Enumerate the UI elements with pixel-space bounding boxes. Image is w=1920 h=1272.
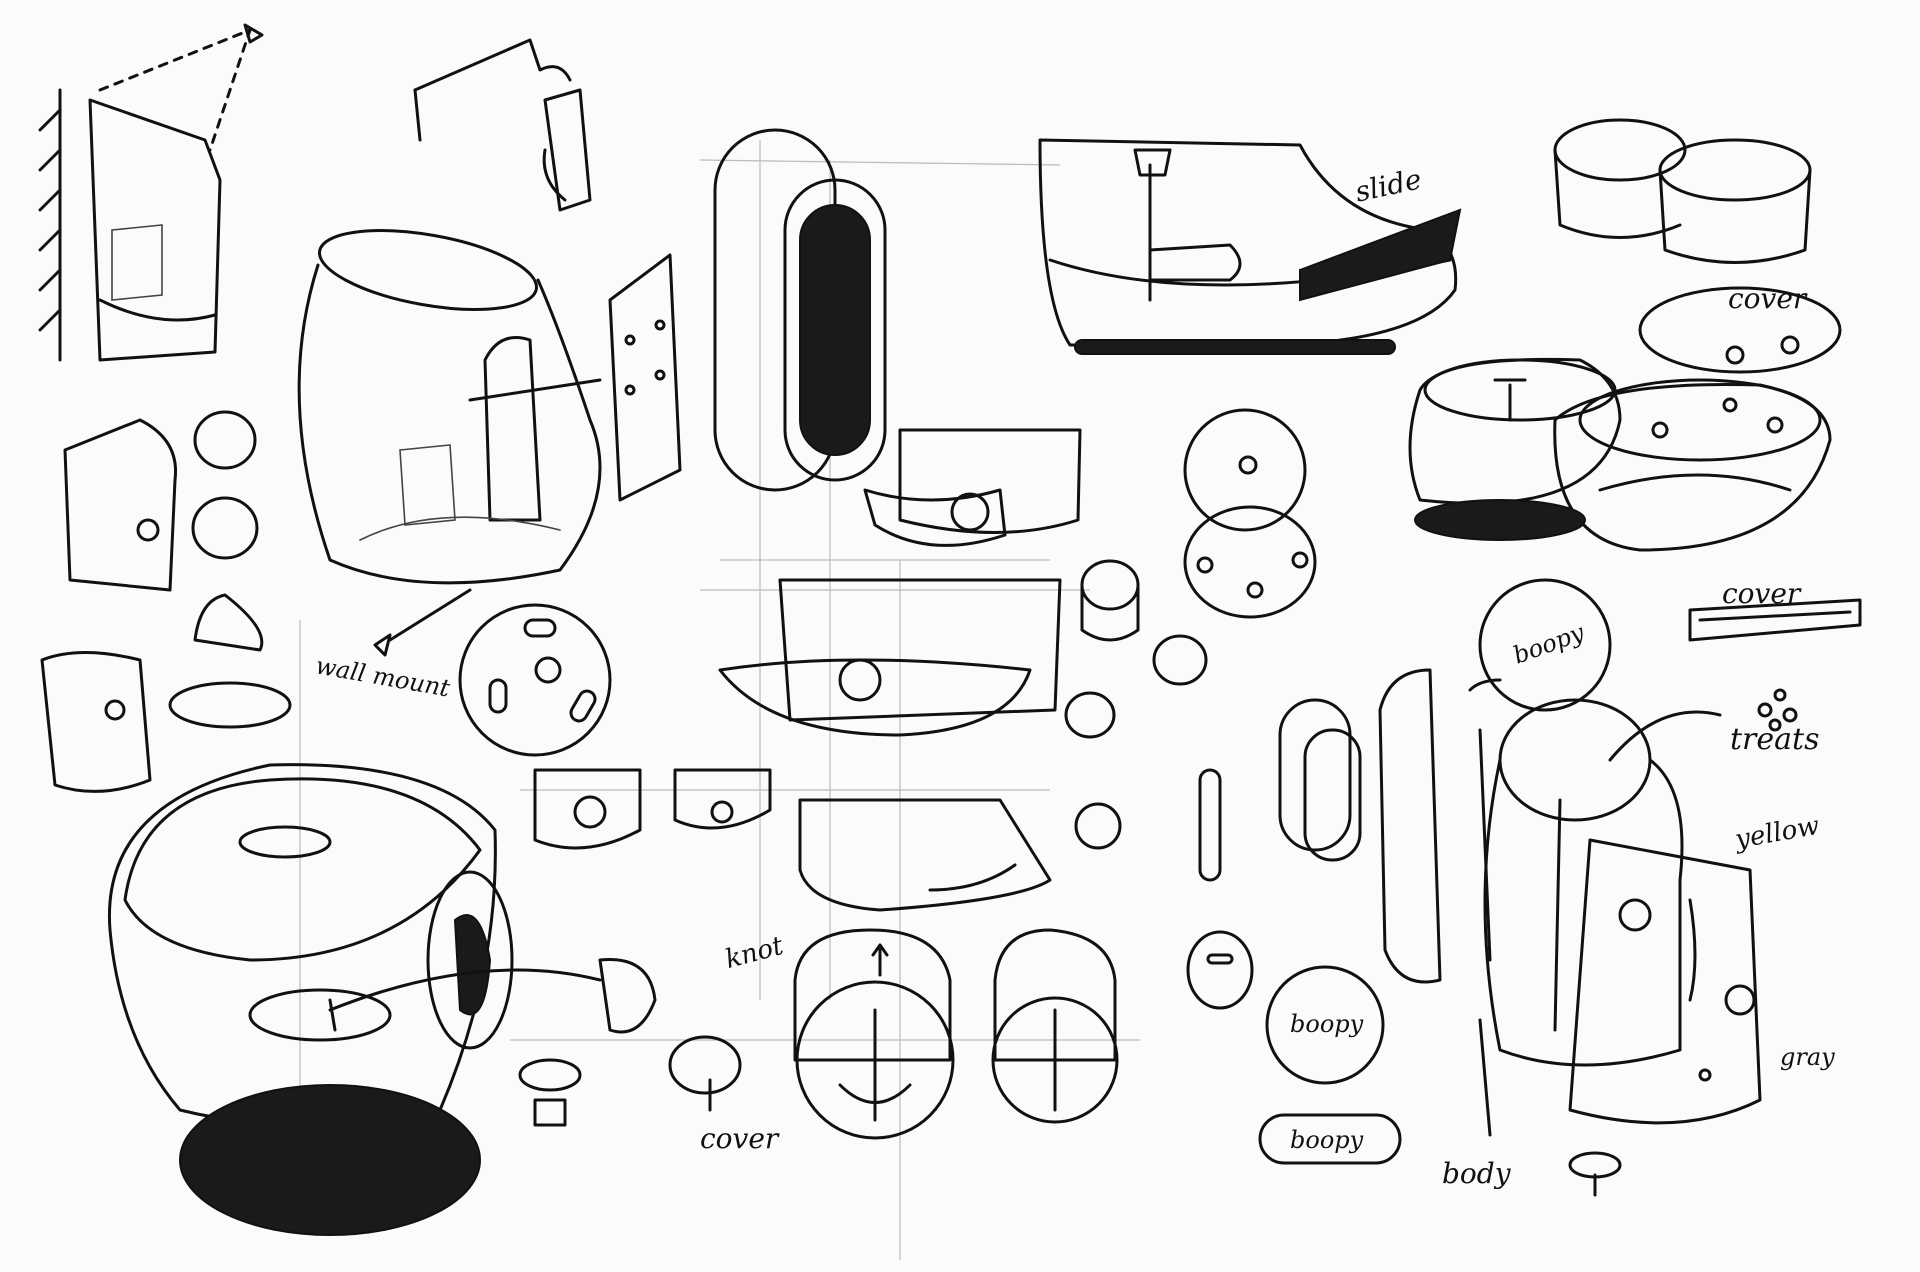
cylinders-bottom-center xyxy=(793,928,1119,1140)
wall-bracket-sketch xyxy=(413,38,592,212)
label-cover-mid: cover xyxy=(1722,577,1801,610)
construction-guides xyxy=(299,140,1140,1260)
open-lid-bowls xyxy=(1408,286,1842,552)
bowl-cutaways xyxy=(533,768,772,850)
small-knobs xyxy=(1064,559,1208,850)
perforated-panel xyxy=(608,253,682,502)
boopy-badges xyxy=(1198,698,1402,1165)
slide-bowl-sketch xyxy=(1038,138,1462,355)
label-treats: treats xyxy=(1730,722,1820,757)
label-body: body xyxy=(1442,1157,1511,1190)
big-feeder-sketch xyxy=(107,763,657,1236)
cover-rail xyxy=(1688,598,1862,642)
label-boopy-pill: boopy xyxy=(1290,1126,1364,1154)
vase-body-sketch xyxy=(297,229,602,657)
label-boopy-disc-low: boopy xyxy=(1290,1010,1364,1038)
discs-right-center xyxy=(1183,408,1317,1010)
wall-corner-sketch xyxy=(38,23,264,362)
boopy-feeder-sketch xyxy=(1378,578,1798,1197)
bottom-small-parts xyxy=(518,1035,742,1127)
center-bowls xyxy=(718,428,1082,912)
top-right-cups xyxy=(1553,118,1812,264)
oval-panel-sketch xyxy=(713,128,887,492)
label-cover-top: cover xyxy=(1728,282,1807,315)
rotating-lid-disc xyxy=(458,603,612,757)
label-gray: gray xyxy=(1780,1043,1835,1071)
label-cover-bottom: cover xyxy=(700,1122,779,1155)
small-shapes-left xyxy=(40,410,292,793)
